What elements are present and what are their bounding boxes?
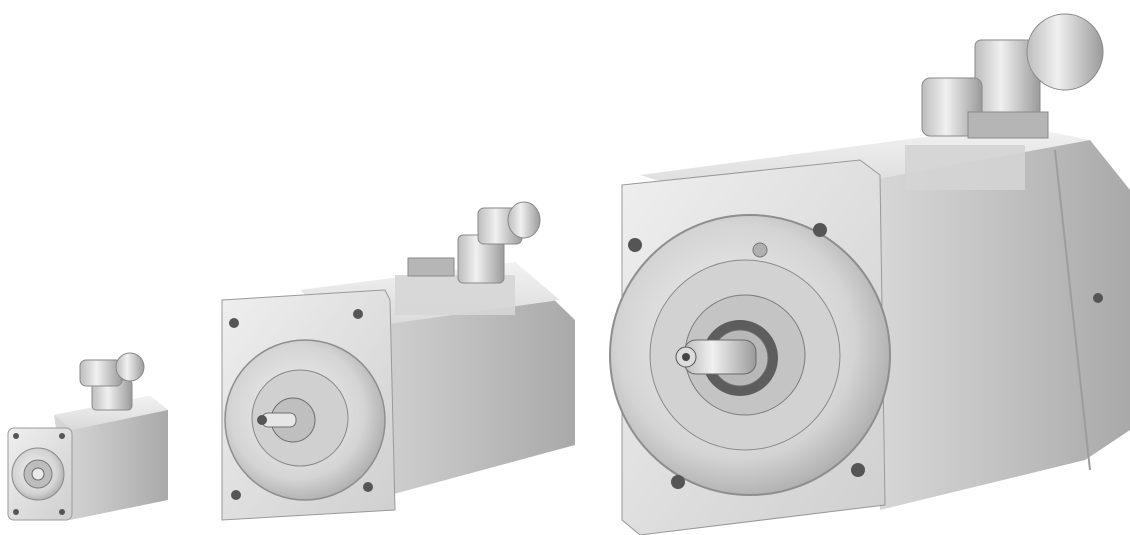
nameplate-label-large <box>905 145 1025 190</box>
housing-seam <box>1054 149 1091 471</box>
large-servo-motor <box>609 13 1130 535</box>
small-servo-motor <box>7 352 168 521</box>
medium-servo-motor <box>221 201 575 521</box>
